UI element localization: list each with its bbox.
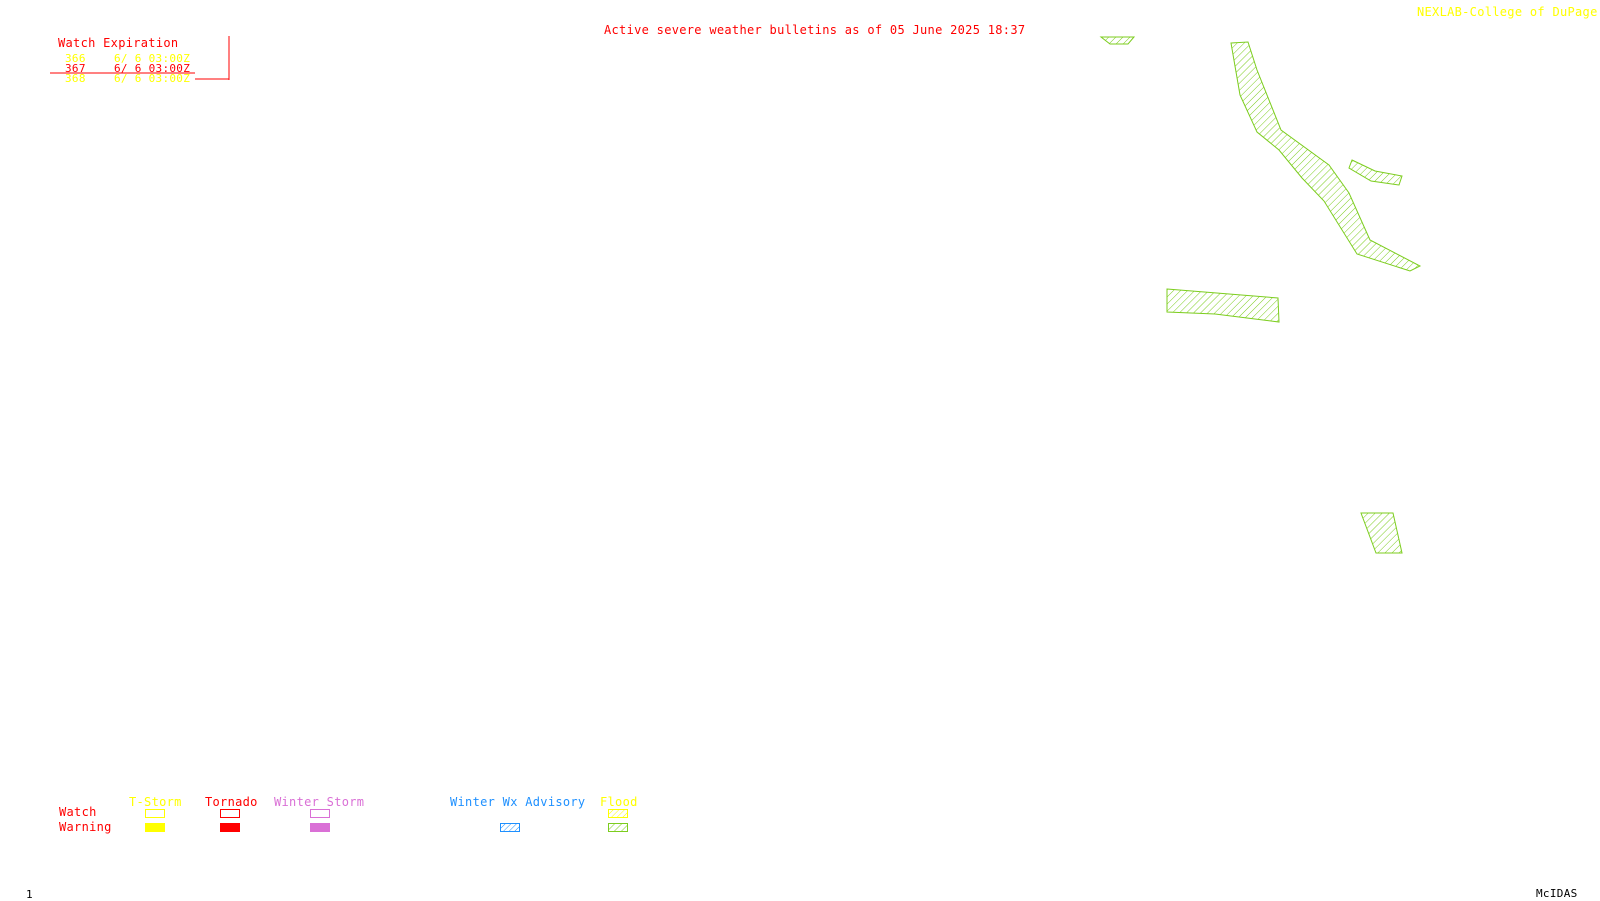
- flood-warning-area[interactable]: [1230, 41, 1422, 272]
- legend-warning-label: Warning: [59, 820, 112, 834]
- flood-warning-area[interactable]: [1360, 512, 1403, 554]
- watch-expiration-time: 6/ 6 03:00Z: [114, 62, 191, 75]
- watch-expiration-heading: Watch Expiration: [58, 36, 179, 50]
- watch-id: 367: [65, 62, 86, 75]
- bulletin-title: Active severe weather bulletins as of 05…: [604, 23, 1026, 37]
- frame-number: 1: [26, 888, 33, 901]
- legend-winter-storm-watch-swatch: [310, 809, 330, 818]
- flood-warning-area[interactable]: [1099, 36, 1136, 45]
- source-credit: NEXLAB-College of DuPage R: [1417, 5, 1600, 19]
- legend-watch-label: Watch: [59, 805, 97, 819]
- flood-warning-area[interactable]: [1348, 159, 1403, 186]
- watch-id: 368: [65, 72, 86, 85]
- flood-warning-area[interactable]: [1166, 288, 1280, 323]
- legend-tstorm-warning-swatch: [145, 823, 165, 832]
- legend-winter-storm-label: Winter Storm: [274, 795, 365, 809]
- legend-winter-storm-warning-swatch: [310, 823, 330, 832]
- legend-flood-watch-swatch: [608, 809, 628, 818]
- legend-tstorm-label: T-Storm: [129, 795, 182, 809]
- flood-warning-areas: [1099, 36, 1422, 554]
- watch-expiration-frame: [50, 36, 230, 80]
- legend-tornado-watch-swatch: [220, 809, 240, 818]
- legend-flood-label: Flood: [600, 795, 638, 809]
- legend-winter-advisory-label: Winter Wx Advisory: [450, 795, 586, 809]
- legend-tstorm-watch-swatch: [145, 809, 165, 818]
- watch-id: 366: [65, 52, 86, 65]
- legend-tornado-warning-swatch: [220, 823, 240, 832]
- watch-expiration-time: 6/ 6 03:00Z: [114, 72, 191, 85]
- watch-expiration-time: 6/ 6 03:00Z: [114, 52, 191, 65]
- software-label: McIDAS: [1536, 887, 1578, 900]
- legend-flood-warning-swatch: [608, 823, 628, 832]
- legend-winter-advisory-swatch: [500, 823, 520, 832]
- legend-tornado-label: Tornado: [205, 795, 258, 809]
